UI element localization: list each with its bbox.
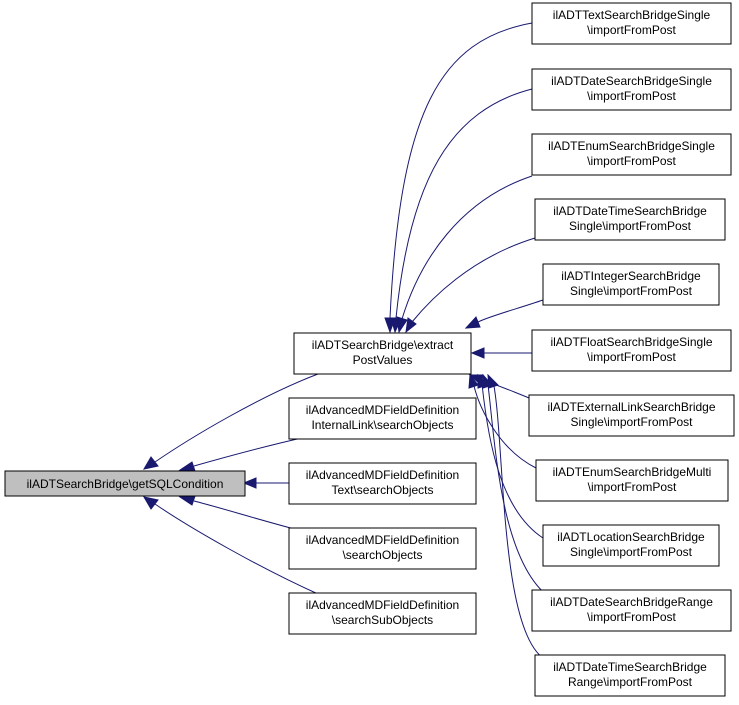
node-date-range[interactable]: ilADTDateSearchBridgeRange\importFromPos… [531, 589, 732, 632]
node-label-line: ilADTDateTimeSearchBridge [553, 204, 707, 218]
node-internal-link[interactable]: ilAdvancedMDFieldDefinitionInternalLink\… [288, 397, 477, 440]
node-label-line: ilAdvancedMDFieldDefinition [306, 403, 459, 417]
node-label-line: ilADTDateSearchBridgeRange [550, 595, 713, 609]
node-label-line: \searchObjects [342, 548, 422, 562]
node-label-line: \searchSubObjects [332, 613, 433, 627]
node-box [288, 397, 477, 440]
edge-internal-link-to-root [178, 436, 307, 472]
node-datetime-range[interactable]: ilADTDateTimeSearchBridgeRange\importFro… [534, 654, 726, 697]
node-integer-single[interactable]: ilADTIntegerSearchBridgeSingle\importFro… [542, 263, 720, 306]
edges [142, 22, 551, 662]
node-label-line: Text\searchObjects [331, 483, 433, 497]
node-box [288, 527, 477, 570]
node-label-line: Single\importFromPost [570, 415, 693, 429]
node-box [542, 524, 720, 567]
node-label-line: ilADTTextSearchBridgeSingle [553, 8, 711, 22]
node-extlink-single[interactable]: ilADTExternalLinkSearchBridgeSingle\impo… [528, 394, 735, 437]
edge-search-sub-objects-to-root [142, 496, 319, 595]
edge-extract-to-root [142, 373, 319, 470]
edge-text-search-to-root [242, 477, 289, 489]
node-box [531, 68, 732, 111]
edge-datetime-single-to-extract [405, 237, 536, 334]
node-label-line: ilADTSearchBridge\extract [312, 338, 454, 352]
node-label-line: Range\importFromPost [568, 675, 693, 689]
nodes: ilADTSearchBridge\getSQLCondition ilADTSe… [4, 2, 735, 697]
node-box [288, 592, 477, 635]
node-label-line: Single\importFromPost [570, 284, 693, 298]
node-label-line: ilADTSearchBridge\getSQLCondition [27, 477, 224, 491]
node-label-line: ilADTFloatSearchBridgeSingle [550, 335, 712, 349]
node-box [293, 332, 472, 375]
node-float-single[interactable]: ilADTFloatSearchBridgeSingle\importFromP… [531, 329, 732, 372]
node-box [531, 2, 732, 45]
node-label-line: \importFromPost [587, 350, 676, 364]
node-label-line: ilAdvancedMDFieldDefinition [306, 468, 459, 482]
node-box [528, 394, 735, 437]
node-root[interactable]: ilADTSearchBridge\getSQLCondition [4, 470, 246, 497]
node-search-objects[interactable]: ilAdvancedMDFieldDefinition\searchObject… [288, 527, 477, 570]
node-label-line: \importFromPost [587, 610, 676, 624]
node-text-search[interactable]: ilAdvancedMDFieldDefinitionText\searchOb… [288, 462, 477, 505]
node-box [531, 329, 732, 372]
node-date-single[interactable]: ilADTDateSearchBridgeSingle\importFromPo… [531, 68, 732, 111]
node-label-line: Single\importFromPost [570, 545, 693, 559]
node-label-line: \importFromPost [587, 154, 676, 168]
edge-datetime-range-to-extract [487, 373, 549, 662]
node-label-line: ilADTDateSearchBridgeSingle [551, 74, 712, 88]
node-box [542, 263, 720, 306]
node-box [4, 470, 246, 497]
node-label-line: PostValues [353, 353, 413, 367]
node-label-line: \importFromPost [587, 23, 676, 37]
edge-enum-single-to-extract [396, 175, 533, 334]
edge-date-single-to-extract [390, 88, 533, 334]
node-label-line: \importFromPost [588, 480, 677, 494]
node-enum-single[interactable]: ilADTEnumSearchBridgeSingle\importFromPo… [531, 133, 732, 176]
node-location-single[interactable]: ilADTLocationSearchBridgeSingle\importFr… [542, 524, 720, 567]
node-box [531, 589, 732, 632]
edge-float-single-to-extract [470, 347, 532, 359]
node-search-sub-objects[interactable]: ilAdvancedMDFieldDefinition\searchSubObj… [288, 592, 477, 635]
node-datetime-single[interactable]: ilADTDateTimeSearchBridgeSingle\importFr… [534, 198, 726, 241]
node-label-line: ilAdvancedMDFieldDefinition [306, 533, 459, 547]
edge-enum-multi-to-extract [468, 373, 537, 469]
edge-search-objects-to-root [178, 495, 307, 533]
node-text-single[interactable]: ilADTTextSearchBridgeSingle\importFromPo… [531, 2, 732, 45]
node-box [534, 198, 726, 241]
edge-text-single-to-extract [384, 22, 533, 334]
node-label-line: ilAdvancedMDFieldDefinition [306, 598, 459, 612]
node-label-line: ilADTEnumSearchBridgeMulti [553, 465, 712, 479]
node-label-line: InternalLink\searchObjects [311, 418, 453, 432]
node-label-line: ilADTExternalLinkSearchBridge [547, 400, 715, 414]
node-box [531, 133, 732, 176]
node-box [288, 462, 477, 505]
node-box [534, 654, 726, 697]
node-enum-multi[interactable]: ilADTEnumSearchBridgeMulti\importFromPos… [535, 459, 729, 502]
node-label-line: ilADTLocationSearchBridge [557, 530, 705, 544]
node-label-line: \importFromPost [587, 89, 676, 103]
node-label-line: ilADTEnumSearchBridgeSingle [548, 139, 715, 153]
edge-integer-single-to-extract [464, 299, 544, 329]
node-label-line: ilADTDateTimeSearchBridge [553, 660, 707, 674]
node-label-line: Single\importFromPost [569, 219, 692, 233]
node-box [535, 459, 729, 502]
node-label-line: ilADTIntegerSearchBridge [561, 269, 701, 283]
